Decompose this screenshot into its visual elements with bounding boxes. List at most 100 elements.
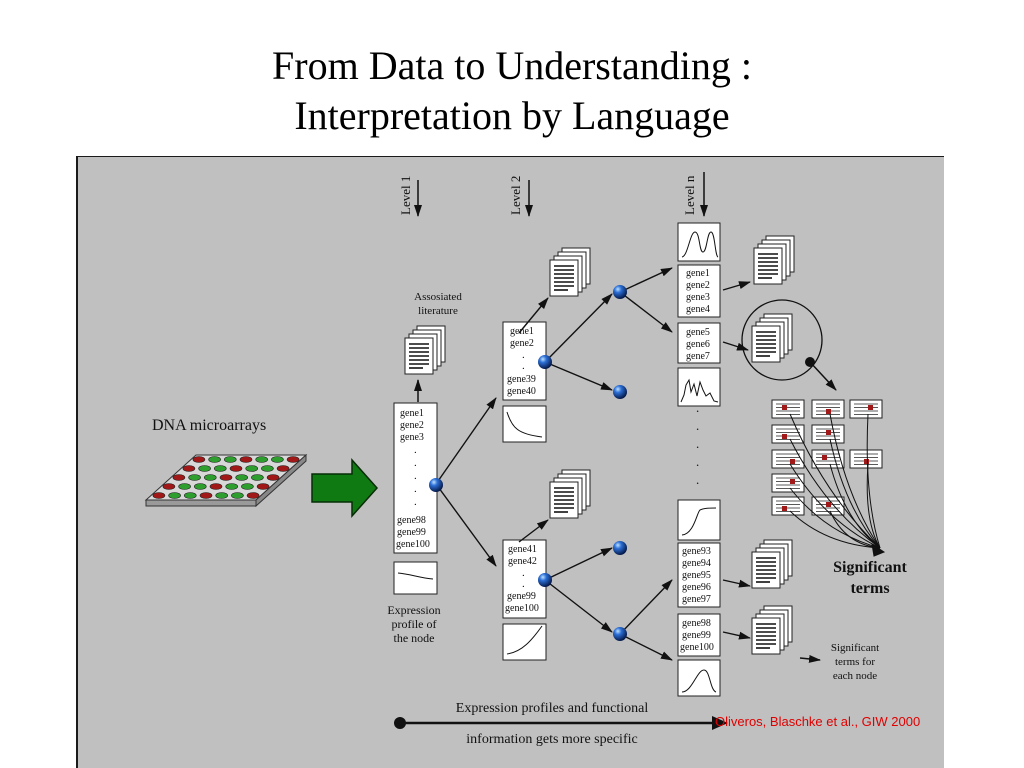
leveln-gene-box-b: gene5 gene6 gene7	[677, 322, 721, 364]
citation-credit: Oliveros, Blaschke et al., GIW 2000	[715, 714, 921, 729]
term-connector	[829, 463, 881, 549]
svg-text:gene2: gene2	[510, 338, 534, 349]
microarray-spot	[178, 483, 191, 490]
microarray-spot	[198, 465, 211, 472]
slide-title-line1: From Data to Understanding :	[272, 43, 752, 88]
significant-terms-label-1: Significant	[833, 559, 907, 576]
svg-text:gene3: gene3	[686, 292, 710, 303]
microarray-spot	[204, 474, 217, 481]
terms-node-label-3: each node	[833, 670, 877, 682]
svg-text:Level 2: Level 2	[508, 176, 523, 215]
microarray-spot	[271, 456, 284, 463]
level-1-label: Level 1	[398, 176, 422, 217]
microarray-spot	[192, 456, 206, 463]
microarray-spot	[219, 474, 233, 481]
svg-text:Level n: Level n	[682, 175, 697, 215]
microarray-spot	[215, 492, 228, 499]
term-connector	[866, 413, 881, 549]
literature-docs-ln-c	[751, 539, 793, 589]
terms-node-label-1: Significant	[831, 642, 879, 654]
svg-text:.: .	[522, 360, 525, 372]
svg-text:.: .	[522, 349, 525, 361]
term-card	[771, 473, 805, 493]
tree-nodes	[429, 285, 627, 641]
literature-docs-l2-top	[549, 247, 591, 297]
level2-bottom-gene-box: gene41 gene42 . . gene99 gene100	[502, 539, 547, 619]
term-lines	[789, 413, 886, 557]
microarray-spot	[235, 474, 248, 481]
term-connector	[789, 510, 881, 549]
term-card	[771, 449, 805, 469]
microarray-spot	[214, 465, 227, 472]
svg-text:.: .	[696, 436, 699, 451]
svg-text:gene42: gene42	[508, 556, 537, 567]
big-green-arrow	[311, 458, 379, 518]
term-connector	[866, 463, 881, 549]
svg-text:.: .	[522, 578, 525, 590]
expression-label-2: profile of	[392, 617, 437, 631]
svg-text:gene99: gene99	[682, 630, 711, 641]
svg-text:gene99: gene99	[397, 527, 426, 538]
svg-text:gene97: gene97	[682, 594, 711, 605]
term-connector	[789, 413, 881, 549]
svg-text:.: .	[696, 418, 699, 433]
literature-docs-l2-bottom	[549, 469, 591, 519]
literature-docs-ln-d	[751, 605, 793, 655]
dna-microarrays-label: DNA microarrays	[152, 417, 266, 434]
term-card	[811, 399, 845, 419]
literature-label-1: Assosiated	[414, 291, 462, 303]
magnifier-circle	[741, 299, 823, 381]
svg-text:gene93: gene93	[682, 546, 711, 557]
term-card	[771, 496, 805, 516]
microarray-spot	[208, 456, 221, 463]
microarray-spot	[241, 483, 254, 490]
microarray-spot	[255, 456, 269, 463]
term-converge-arrowhead	[871, 542, 886, 557]
term-card	[811, 496, 845, 516]
literature-docs-ln-a	[753, 235, 795, 285]
svg-text:gene6: gene6	[686, 339, 710, 350]
microarray-spot	[229, 465, 243, 472]
microarray-spot	[162, 483, 176, 490]
microarray-spot	[182, 465, 196, 472]
leveln-profile-peaks	[677, 222, 721, 262]
svg-text:gene40: gene40	[507, 386, 536, 397]
microarray-spot	[188, 474, 201, 481]
level2-top-profile-plot	[502, 405, 547, 443]
microarray-spot	[286, 456, 300, 463]
svg-text:.: .	[414, 496, 417, 508]
term-card	[771, 399, 805, 419]
svg-text:.: .	[414, 470, 417, 482]
literature-docs-ln-b	[751, 313, 793, 363]
svg-text:.: .	[696, 400, 699, 415]
svg-text:gene2: gene2	[400, 420, 424, 431]
microarray-spot	[245, 465, 258, 472]
svg-text:.: .	[414, 444, 417, 456]
svg-text:gene98: gene98	[397, 515, 426, 526]
microarray-spot	[256, 483, 270, 490]
microarray-spot	[184, 492, 197, 499]
term-connector	[789, 487, 881, 549]
leveln-gene-box-c: gene93 gene94 gene95 gene96 gene97	[677, 542, 721, 608]
leveln-gene-box-d: gene98 gene99 gene100	[677, 613, 721, 657]
microarray-spot	[276, 465, 290, 472]
svg-text:gene100: gene100	[505, 603, 539, 614]
svg-text:gene4: gene4	[686, 304, 710, 315]
svg-text:gene7: gene7	[686, 351, 710, 362]
svg-text:gene1: gene1	[686, 268, 710, 279]
microarray-spot	[231, 492, 244, 499]
term-card	[849, 449, 883, 469]
term-card	[771, 424, 805, 444]
svg-text:gene94: gene94	[682, 558, 711, 569]
svg-text:Level 1: Level 1	[398, 176, 413, 215]
microarray-spot	[152, 492, 166, 499]
svg-text:gene2: gene2	[686, 280, 710, 291]
microarray-spot	[261, 465, 274, 472]
expression-label-3: the node	[394, 631, 435, 645]
literature-label-2: literature	[418, 305, 458, 317]
svg-text:gene41: gene41	[508, 544, 537, 555]
level1-gene-box: gene1 gene2 gene3 . . . . . gene98 gene9…	[393, 402, 438, 554]
term-connector	[829, 438, 881, 549]
microarray-spot	[251, 474, 264, 481]
